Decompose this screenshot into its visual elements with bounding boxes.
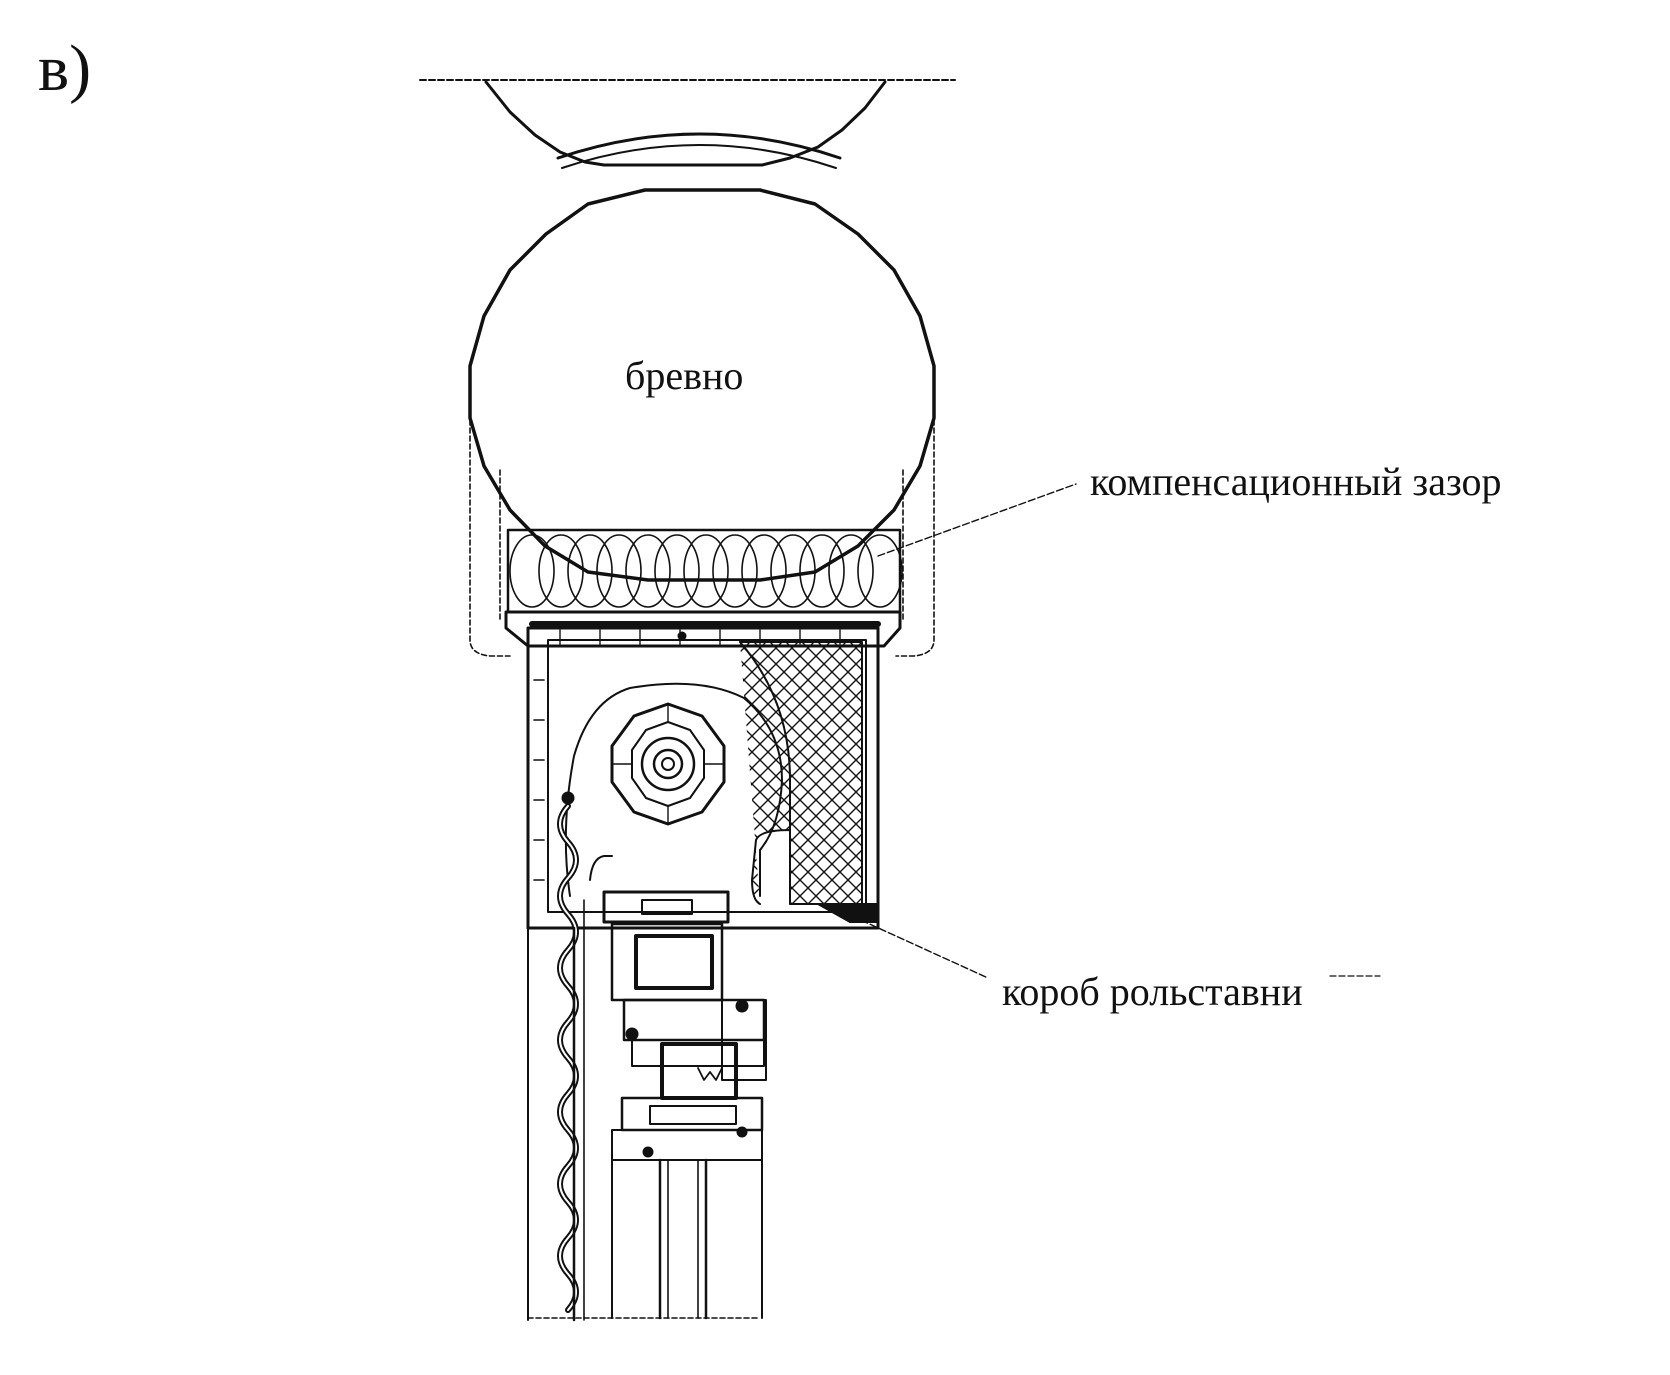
window-frame-profile	[602, 890, 767, 1320]
insulation-loop	[741, 534, 787, 608]
roller-drum	[564, 682, 783, 897]
shutter-box-label: короб рольставни	[1002, 969, 1303, 1014]
box-leader-line	[851, 915, 989, 979]
upper-log	[484, 80, 887, 169]
top-plate	[504, 610, 902, 648]
insulation-loop	[857, 534, 903, 608]
insulation-loop	[799, 534, 845, 608]
insulation-loop	[712, 534, 758, 608]
compensation-gap-label: компенсационный зазор	[1090, 459, 1502, 504]
insulation-loop	[567, 534, 613, 608]
insulation-loop	[596, 534, 642, 608]
insulation-loop	[683, 534, 729, 608]
insulation-loop	[625, 534, 671, 608]
insulation-loop	[654, 534, 700, 608]
guide-rails	[527, 855, 761, 1322]
insulation-loop	[538, 534, 584, 608]
main-log	[468, 188, 936, 582]
panel-letter: в)	[38, 32, 92, 105]
insulation-loop	[828, 534, 874, 608]
side-trim-lines	[469, 419, 935, 657]
shutter-box	[526, 626, 880, 930]
insulation-loop	[770, 534, 816, 608]
insulation-band	[506, 528, 903, 614]
insulation-loop	[509, 534, 555, 608]
gap-leader-line	[877, 483, 1077, 557]
log-label: бревно	[625, 353, 744, 398]
